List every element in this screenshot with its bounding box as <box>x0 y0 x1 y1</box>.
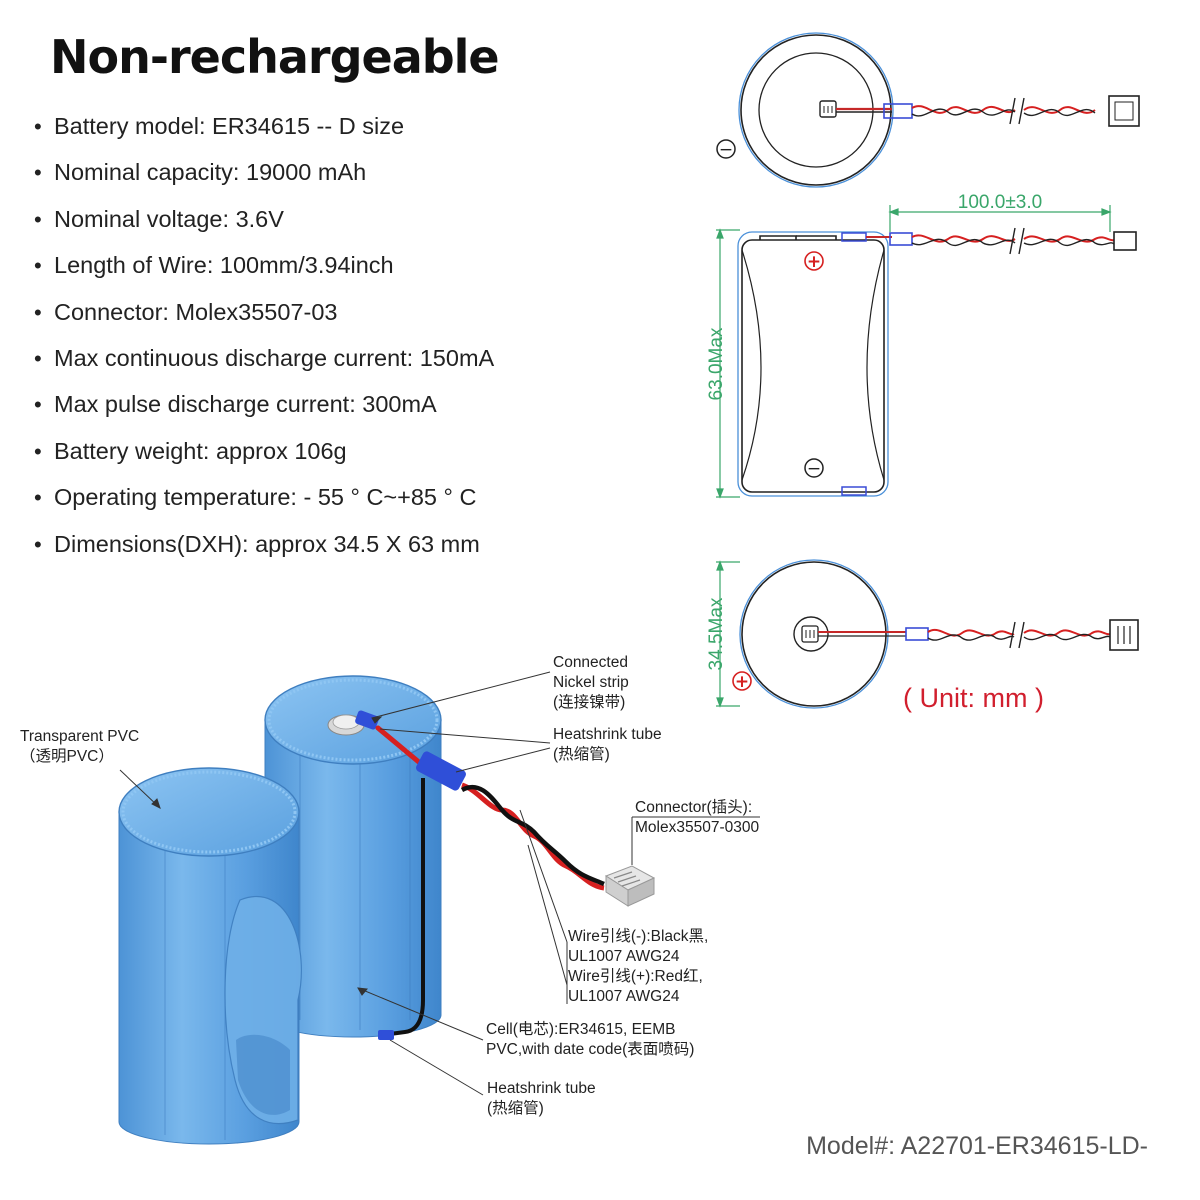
spec-item: • Operating temperature: - 55 ° C~+85 ° C <box>34 474 674 520</box>
spec-item: • Max pulse discharge current: 300mA <box>34 381 674 427</box>
spec-item: • Length of Wire: 100mm/3.94inch <box>34 242 674 288</box>
bullet-icon: • <box>34 206 42 232</box>
side-view-drawing <box>737 227 1137 497</box>
callout-wire-red: Wire引线(+):Red红, UL1007 AWG24 <box>568 968 703 1005</box>
spec-item: • Nominal voltage: 3.6V <box>34 196 674 242</box>
spec-text: Max pulse discharge current: 300mA <box>54 391 437 418</box>
model-number: Model#: A22701-ER34615-LD- <box>806 1132 1148 1160</box>
dimension-lines <box>716 205 1112 708</box>
spec-text: Nominal voltage: 3.6V <box>54 205 284 232</box>
bottom-view-drawing <box>732 559 1139 709</box>
spec-item: • Nominal capacity: 19000 mAh <box>34 149 674 195</box>
diameter-dimension: 34.5Max <box>706 597 727 670</box>
bullet-icon: • <box>34 345 42 371</box>
spec-item: • Max continuous discharge current: 150mA <box>34 335 674 381</box>
callout-leaders <box>119 671 760 1096</box>
spec-item: • Battery model: ER34615 -- D size <box>34 103 674 149</box>
spec-text: Nominal capacity: 19000 mAh <box>54 159 367 186</box>
callout-heatshrink-bottom: Heatshrink tube (热缩管) <box>487 1080 596 1117</box>
spec-text: Connector: Molex35507-03 <box>54 298 338 325</box>
bullet-icon: • <box>34 299 42 325</box>
height-dimension: 63.0Max <box>706 327 727 400</box>
minus-sign-top: − <box>719 140 733 160</box>
wire-length-dimension: 100.0±3.0 <box>958 192 1042 213</box>
bullet-icon: • <box>34 531 42 557</box>
callout-connector: Connector(插头): Molex35507-0300 <box>635 799 760 836</box>
bullet-icon: • <box>34 438 42 464</box>
unit-note: ( Unit: mm ) <box>903 683 1044 713</box>
spec-text: Length of Wire: 100mm/3.94inch <box>54 252 394 279</box>
spec-list: • Battery model: ER34615 -- D size • Nomin… <box>34 103 674 567</box>
spec-text: Battery weight: approx 106g <box>54 437 347 464</box>
plus-sign-bottom: + <box>735 672 749 692</box>
bullet-icon: • <box>34 392 42 418</box>
page-title: Non-rechargeable <box>50 30 500 84</box>
top-view-drawing <box>716 32 1140 188</box>
spec-item: • Dimensions(DXH): approx 34.5 X 63 mm <box>34 521 674 567</box>
spec-text: Dimensions(DXH): approx 34.5 X 63 mm <box>54 530 480 557</box>
spec-text: Battery model: ER34615 -- D size <box>54 113 405 139</box>
bullet-icon: • <box>34 114 42 139</box>
spec-item: • Connector: Molex35507-03 <box>34 289 674 335</box>
battery-3d-illustration <box>118 675 656 1145</box>
minus-sign-side: − <box>807 459 821 479</box>
bullet-icon: • <box>34 253 42 279</box>
spec-text: Max continuous discharge current: 150mA <box>54 344 495 371</box>
connector-icon <box>604 865 656 907</box>
spec-text: Operating temperature: - 55 ° C~+85 ° C <box>54 484 477 511</box>
callout-nickel-strip: Connected Nickel strip (连接镍带) <box>553 654 629 711</box>
bullet-icon: • <box>34 485 42 511</box>
callout-heatshrink-top: Heatshrink tube (热缩管) <box>553 726 662 763</box>
bullet-icon: • <box>34 160 42 186</box>
plus-sign-side: + <box>807 252 821 272</box>
spec-item: • Battery weight: approx 106g <box>34 428 674 474</box>
callout-transparent-pvc: Transparent PVC （透明PVC） <box>20 728 140 765</box>
callout-cell: Cell(电芯):ER34615, EEMB PVC,with date cod… <box>486 1021 695 1058</box>
callout-wire-black: Wire引线(-):Black黑, UL1007 AWG24 <box>568 928 709 965</box>
